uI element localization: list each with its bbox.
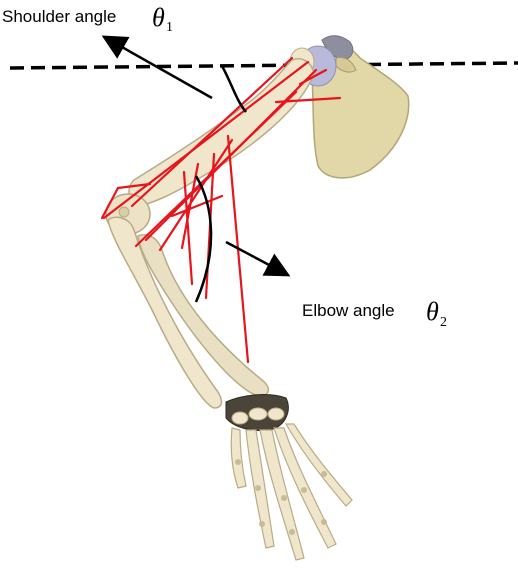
shoulder-angle-subscript: 1 bbox=[166, 20, 173, 35]
elbow-angle-arrow bbox=[226, 242, 286, 274]
shoulder-angle-symbol: θ bbox=[152, 3, 165, 32]
hand-bones bbox=[231, 424, 352, 560]
elbow-angle-label: Elbow angle bbox=[302, 301, 395, 320]
carpal-bone-1 bbox=[232, 412, 248, 424]
shoulder-angle-label: Shoulder angle bbox=[2, 7, 116, 26]
carpal-bone-2 bbox=[249, 408, 267, 420]
shoulder-angle-arc bbox=[222, 66, 246, 112]
elbow-joint-detail bbox=[119, 207, 129, 217]
finger-thumb bbox=[231, 428, 246, 488]
muscle-line bbox=[104, 62, 308, 218]
ulna bbox=[108, 217, 221, 408]
elbow-angle-symbol: θ bbox=[426, 297, 439, 326]
horizontal-reference-line bbox=[10, 63, 518, 68]
carpal-bone-3 bbox=[268, 408, 284, 420]
elbow-angle-subscript: 2 bbox=[440, 315, 447, 330]
